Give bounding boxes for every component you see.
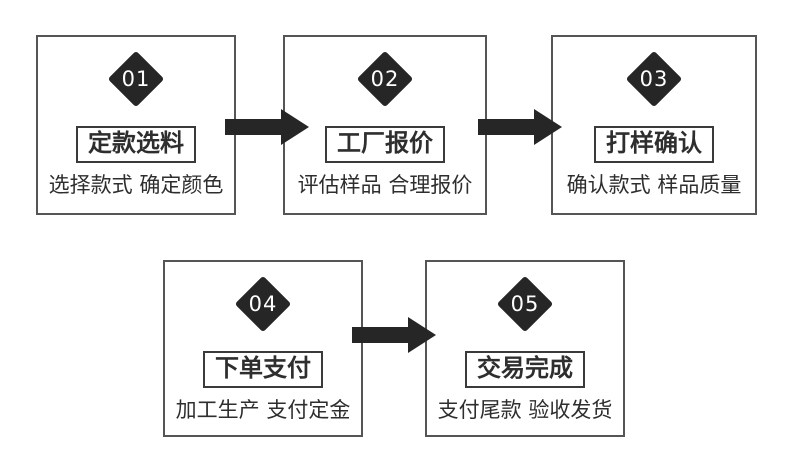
step-box-1: 01 定款选料 选择款式 确定颜色 [36,35,236,215]
step-title: 下单支付 [203,351,323,388]
arrow-right-icon [225,109,309,145]
step-subtitle: 支付尾款 验收发货 [437,397,613,422]
step-1-diamond-badge: 01 [107,50,165,108]
step-number: 01 [121,67,151,91]
arrow-right-icon [478,109,562,145]
step-subtitle: 选择款式 确定颜色 [48,172,224,197]
step-number: 04 [248,292,278,316]
step-subtitle: 确认款式 样品质量 [566,172,742,197]
step-box-2: 02 工厂报价 评估样品 合理报价 [283,35,487,215]
arrow-head [408,317,436,353]
step-number: 02 [370,67,400,91]
step-5-diamond-badge: 05 [496,275,554,333]
step-number: 03 [639,67,669,91]
arrow-shaft [352,327,408,343]
step-title: 工厂报价 [325,126,445,163]
arrow-shaft [478,119,534,135]
arrow-head [281,109,309,145]
step-box-5: 05 交易完成 支付尾款 验收发货 [425,260,625,437]
step-box-3: 03 打样确认 确认款式 样品质量 [551,35,757,215]
arrow-right-icon [352,317,436,353]
step-number: 05 [510,292,540,316]
arrow-shaft [225,119,281,135]
step-title: 定款选料 [76,126,196,163]
step-subtitle: 加工生产 支付定金 [175,397,351,422]
step-title: 交易完成 [465,351,585,388]
step-3-diamond-badge: 03 [625,50,683,108]
step-2-diamond-badge: 02 [356,50,414,108]
arrow-head [534,109,562,145]
step-subtitle: 评估样品 合理报价 [297,172,473,197]
step-4-diamond-badge: 04 [234,275,292,333]
step-title: 打样确认 [594,126,714,163]
step-box-4: 04 下单支付 加工生产 支付定金 [163,260,363,437]
